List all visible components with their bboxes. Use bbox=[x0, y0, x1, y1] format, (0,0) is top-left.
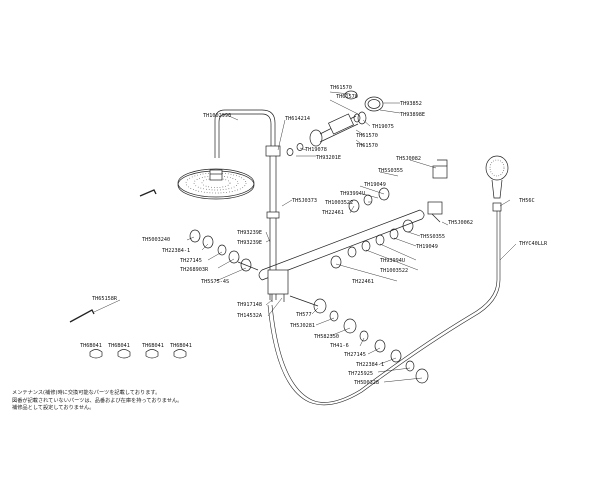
slide-bar-holders bbox=[427, 159, 448, 223]
left-side-fittings bbox=[189, 229, 259, 272]
part-label-th93239e: TH93239E bbox=[237, 230, 262, 236]
part-label-th19049b: TH19049 bbox=[416, 244, 438, 250]
part-label-th93898e: TH93898E bbox=[400, 112, 425, 118]
part-label-th22461a: TH22461 bbox=[322, 210, 344, 216]
part-label-th93994ua: TH93994U bbox=[340, 191, 365, 197]
part-label-th5003240: TH5003240 bbox=[142, 237, 170, 243]
maintenance-note-line-1: メンテナンス(補修)時に交換可能なパーツを記載しております。 bbox=[12, 390, 161, 396]
part-label-th5s0355a: TH5S0355 bbox=[378, 168, 403, 174]
part-label-thyc40llr: THYC40LLR bbox=[519, 241, 548, 247]
part-label-th582350: TH582350 bbox=[314, 334, 339, 340]
maintenance-note-line-2: 図番が記載されていないパーツは、品番および在庫を持っておりません。 bbox=[12, 397, 183, 404]
part-label-th14532a: TH14532A bbox=[237, 313, 263, 319]
part-label-th56c: TH56C bbox=[519, 198, 535, 204]
part-label-th93852: TH93852 bbox=[400, 101, 422, 107]
part-label-th1002990: TH1002990 bbox=[203, 113, 231, 119]
leader-lines bbox=[93, 91, 517, 383]
part-label-th577: TH577 bbox=[296, 312, 312, 318]
shower-hose bbox=[267, 211, 501, 406]
part-label-th614214: TH614214 bbox=[285, 116, 310, 122]
part-label-th917148: TH917148 bbox=[237, 302, 262, 308]
part-label-th19049a: TH19049 bbox=[364, 182, 386, 188]
part-label-th19078: TH19078 bbox=[305, 147, 327, 153]
part-label-th22384a: TH22384-1 bbox=[162, 248, 190, 254]
part-label-th65158r: TH65158R bbox=[92, 296, 118, 302]
part-label-th6b041c: TH6B041 bbox=[142, 343, 164, 349]
part-label-th5j0281: TH5J0281 bbox=[290, 323, 315, 329]
part-label-th5s0355b: TH5S0355 bbox=[420, 234, 445, 240]
part-label-th19075: TH19075 bbox=[372, 124, 394, 130]
part-label-th93994ub: TH93994U bbox=[380, 258, 405, 264]
hand-shower bbox=[485, 155, 509, 212]
part-label-th6b041b: TH6B041 bbox=[108, 343, 130, 349]
part-label-th610570b: TH61570 bbox=[336, 94, 358, 100]
part-label-th5d0328: TH5D0328 bbox=[354, 380, 379, 386]
part-label-th1003522a: TH1003522 bbox=[325, 200, 353, 206]
part-label-th6b041a: TH6B041 bbox=[80, 343, 102, 349]
part-label-th725925: TH725925 bbox=[348, 371, 373, 377]
part-label-th22461b: TH22461 bbox=[352, 279, 374, 285]
part-label-th268903r: TH268903R bbox=[180, 267, 209, 273]
part-label-th93239e2: TH93239E bbox=[237, 240, 262, 246]
part-labels: TH61570 TH61570 TH93852 TH93898E TH19075… bbox=[80, 85, 548, 386]
part-label-th610570a: TH61570 bbox=[330, 85, 352, 91]
part-label-th41: TH41-6 bbox=[330, 343, 349, 349]
cap-parts bbox=[89, 349, 187, 359]
part-label-th6b041d: TH6B041 bbox=[170, 343, 192, 349]
part-label-th5s75: TH5S75-4S bbox=[201, 279, 229, 285]
part-label-th1003522b: TH1003522 bbox=[380, 268, 408, 274]
part-label-th5j0062: TH5J0062 bbox=[448, 220, 473, 226]
lower-fittings bbox=[289, 295, 429, 384]
maintenance-note-line-3: 補修品として設定しておりません。 bbox=[12, 405, 95, 411]
part-label-th5j0082a: TH5J0082 bbox=[396, 156, 421, 162]
diverter-assembly bbox=[286, 90, 384, 156]
part-label-th27145b: TH27145 bbox=[344, 352, 366, 358]
part-label-th61570d: TH61570 bbox=[356, 143, 378, 149]
hex-keys bbox=[69, 189, 157, 323]
overhead-shower-head bbox=[177, 168, 255, 200]
part-label-th27145a: TH27145 bbox=[180, 258, 202, 264]
mixer-body bbox=[258, 209, 425, 302]
part-label-th61570c: TH61570 bbox=[356, 133, 378, 139]
shower-arm bbox=[214, 109, 276, 158]
part-label-th5j0373: TH5J0373 bbox=[292, 198, 317, 204]
part-label-th93201e: TH93201E bbox=[316, 155, 341, 161]
part-label-th22384b: TH22384-1 bbox=[356, 362, 384, 368]
